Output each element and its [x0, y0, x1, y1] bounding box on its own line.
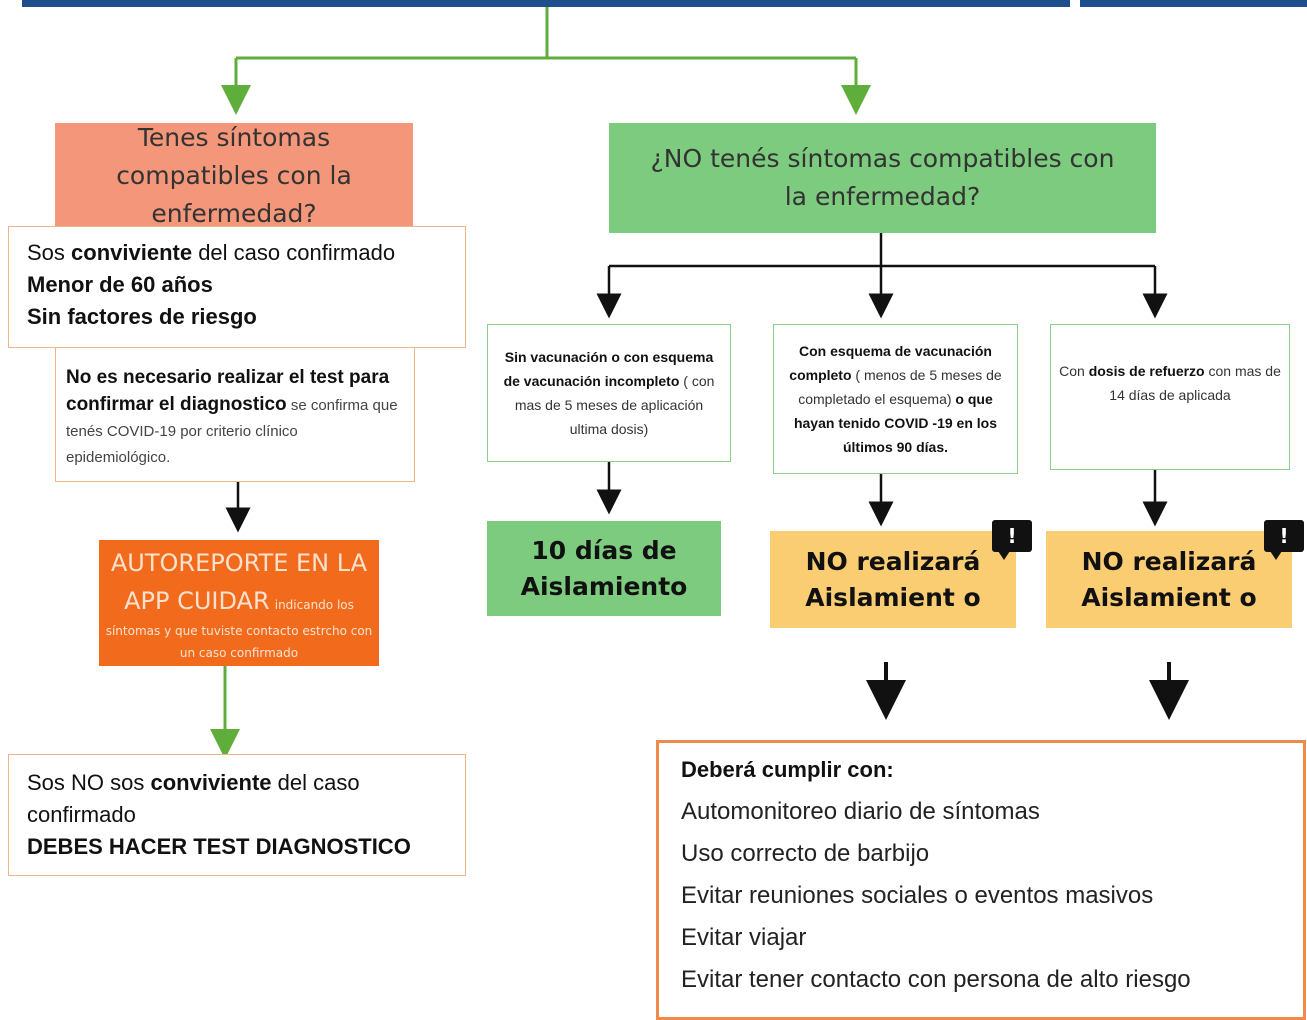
option-no-vaccination-bold: Sin vacunación o con esquema de vacunaci… — [503, 349, 714, 389]
non-cohabitant-test: DEBES HACER TEST DIAGNOSTICO — [27, 834, 411, 859]
non-cohabitant-line-2: DEBES HACER TEST DIAGNOSTICO — [27, 831, 447, 863]
cohabitant-text-c: del caso confirmado — [192, 240, 396, 265]
alert-badge-glyph: ! — [1007, 524, 1017, 548]
cohabitant-text-a: Sos — [27, 240, 72, 265]
option-complete-scheme: Con esquema de vacunación completo ( men… — [773, 324, 1018, 474]
question-symptoms-text: Tenes síntomas compatibles con la enferm… — [116, 123, 352, 228]
option-no-vaccination: Sin vacunación o con esquema de vacunaci… — [487, 324, 731, 462]
requirement-item: Uso correcto de barbijo — [681, 840, 930, 867]
result-no-isolation-1-text: NO realizará Aislamient o — [805, 546, 981, 612]
alert-badge-glyph: ! — [1279, 524, 1289, 548]
option-complete-scheme-bold1: Con esquema de vacunación completo — [789, 343, 992, 383]
non-cohabitant-text-a: Sos NO sos — [27, 770, 151, 795]
requirement-item: Evitar viajar — [681, 924, 807, 951]
cohabitant-risk: Sin factores de riesgo — [27, 304, 257, 329]
option-no-vaccination-rest: ( con mas de 5 meses de aplicación ultim… — [514, 373, 715, 437]
autoreport-box: AUTOREPORTE EN LA APP CUIDAR indicando l… — [99, 540, 379, 666]
question-no-symptoms: ¿NO tenés síntomas compatibles con la en… — [609, 123, 1156, 233]
option-booster-pre: Con — [1059, 363, 1089, 379]
option-booster: Con dosis de refuerzo con mas de 14 días… — [1050, 324, 1290, 470]
cohabitant-note: Sos conviviente del caso confirmado Meno… — [8, 226, 466, 348]
cohabitant-line-2: Menor de 60 años — [27, 269, 447, 301]
cohabitant-text-b: conviviente — [71, 240, 193, 265]
requirement-item: Automonitoreo diario de síntomas — [681, 798, 1040, 825]
non-cohabitant-note: Sos NO sos conviviente del caso confirma… — [8, 754, 466, 876]
option-booster-bold: dosis de refuerzo — [1088, 363, 1205, 379]
option-booster-rest: con mas de 14 días de aplicada — [1109, 363, 1281, 403]
cohabitant-line-1: Sos conviviente del caso confirmado — [27, 237, 447, 269]
non-cohabitant-text-c: del caso confirmado — [27, 770, 360, 827]
diagnosis-note-bold: No es necesario realizar el test para co… — [66, 367, 390, 415]
cohabitant-age: Menor de 60 años — [27, 272, 213, 297]
top-bar-left — [22, 0, 1070, 7]
top-bar-right — [1080, 0, 1307, 7]
non-cohabitant-text-b: conviviente — [150, 770, 272, 795]
alert-badge-icon: ! — [992, 520, 1032, 560]
result-no-isolation-2-text: NO realizará Aislamient o — [1081, 546, 1257, 612]
autoreport-detail: indicando los síntomas y que tuviste con… — [105, 598, 373, 660]
diagnosis-note-rest: se confirma que tenés COVID-19 por crite… — [66, 397, 398, 466]
diagnosis-note: No es necesario realizar el test para co… — [55, 346, 415, 482]
option-complete-scheme-text: Con esquema de vacunación completo ( men… — [782, 339, 1009, 459]
result-isolation-text: 10 días de Aislamiento — [520, 535, 688, 601]
alert-badge-icon: ! — [1264, 520, 1304, 560]
option-complete-scheme-rest: ( menos de 5 meses de completado el esqu… — [798, 367, 1002, 407]
requirement-item: Evitar reuniones sociales o eventos masi… — [681, 882, 1154, 909]
result-no-isolation-1: NO realizará Aislamient o — [770, 531, 1016, 628]
requirements-title: Deberá cumplir con: — [681, 757, 894, 782]
question-no-symptoms-text: ¿NO tenés síntomas compatibles con la en… — [650, 144, 1115, 211]
option-booster-text: Con dosis de refuerzo con mas de 14 días… — [1059, 359, 1281, 407]
question-symptoms: Tenes síntomas compatibles con la enferm… — [55, 123, 413, 229]
non-cohabitant-line-1: Sos NO sos conviviente del caso confirma… — [27, 767, 447, 831]
result-no-isolation-2: NO realizará Aislamient o — [1046, 531, 1292, 628]
cohabitant-line-3: Sin factores de riesgo — [27, 301, 447, 333]
option-complete-scheme-bold2: o que hayan tenido COVID -19 en los últi… — [793, 391, 998, 455]
requirements-box: Deberá cumplir con: Automonitoreo diario… — [656, 740, 1306, 1020]
autoreport-title: AUTOREPORTE EN LA APP CUIDAR — [110, 549, 368, 615]
option-no-vaccination-text: Sin vacunación o con esquema de vacunaci… — [496, 345, 722, 441]
requirement-item: Evitar tener contacto con persona de alt… — [681, 966, 1191, 993]
result-isolation-10-days: 10 días de Aislamiento — [487, 521, 721, 616]
